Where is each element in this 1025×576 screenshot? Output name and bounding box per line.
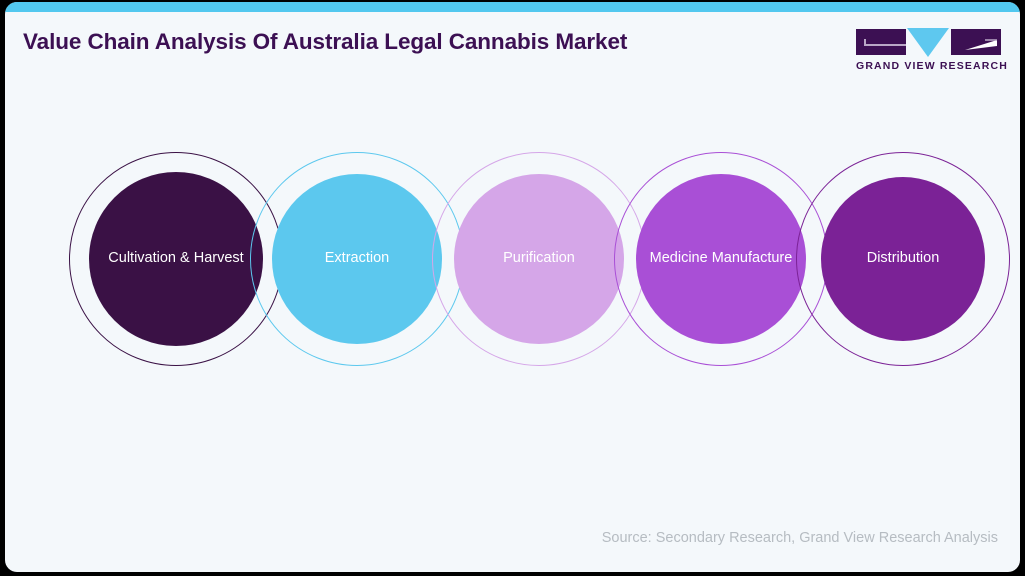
source-note: Source: Secondary Research, Grand View R… (601, 530, 998, 546)
logo-brand-text: GRAND VIEW RESEARCH (856, 60, 1008, 72)
page-title: Value Chain Analysis Of Australia Legal … (23, 29, 628, 54)
top-accent-bar (5, 2, 1020, 12)
logo-left-rectangle-icon (856, 29, 906, 55)
stage-core-1: Cultivation & Harvest (89, 172, 263, 346)
grand-view-research-logo: GRAND VIEW RESEARCH (856, 26, 1008, 76)
value-chain-diagram: Cultivation & Harvest Extraction Purific… (5, 152, 1020, 452)
stage-distribution[interactable]: Distribution (796, 152, 1010, 366)
stage-purification[interactable]: Purification (432, 152, 646, 366)
stage-core-4: Medicine Manufacture (636, 174, 806, 344)
stage-core-5: Distribution (821, 177, 985, 341)
stage-label-5: Distribution (866, 250, 940, 267)
logo-marks (856, 26, 1001, 57)
stage-cultivation-harvest[interactable]: Cultivation & Harvest (69, 152, 283, 366)
stage-core-3: Purification (454, 174, 624, 344)
stage-label-4: Medicine Manufacture (649, 250, 793, 267)
stage-ring-5 (796, 152, 1010, 366)
stage-core-2: Extraction (272, 174, 442, 344)
stage-medicine-manufacture[interactable]: Medicine Manufacture (614, 152, 828, 366)
stage-label-1: Cultivation & Harvest (108, 250, 244, 267)
logo-arrow-icon (965, 39, 997, 50)
logo-left-rule (864, 44, 906, 46)
stage-label-2: Extraction (324, 250, 390, 267)
stage-extraction[interactable]: Extraction (250, 152, 464, 366)
stage-label-3: Purification (503, 250, 575, 267)
logo-right-rectangle-icon (951, 29, 1001, 55)
logo-triangle-icon (907, 28, 949, 57)
logo-left-tick (864, 39, 866, 46)
infographic-card: Value Chain Analysis Of Australia Legal … (5, 2, 1020, 572)
